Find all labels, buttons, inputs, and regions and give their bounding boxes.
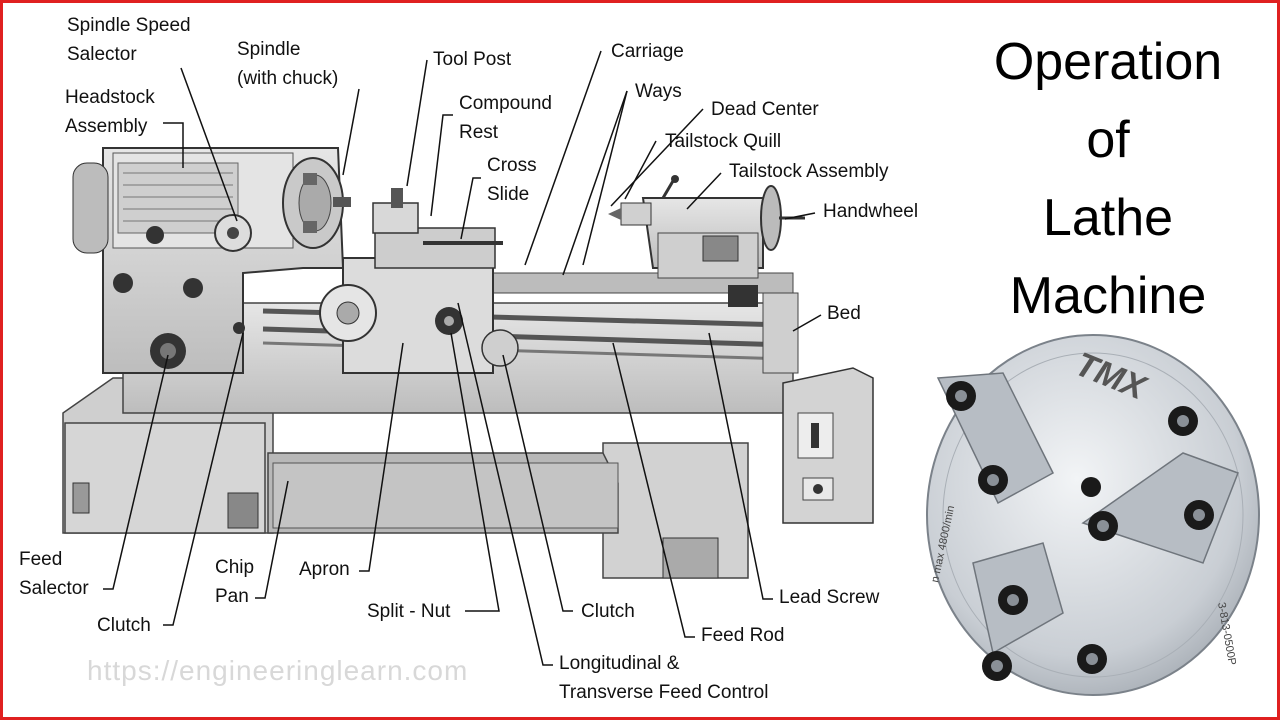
label-handwheel: Handwheel — [823, 201, 919, 222]
tailstock — [608, 175, 805, 307]
label-feed-rod: Feed Rod — [701, 625, 785, 646]
label-apron: Apron — [299, 559, 350, 580]
leader-handwheel — [784, 212, 816, 220]
label-tailstock-quill: Tailstock Quill — [665, 131, 782, 152]
label-lead-screw: Lead Screw — [779, 587, 880, 608]
leader-carriage — [524, 50, 602, 266]
leader-tailstock-quill — [624, 140, 657, 200]
label-carriage: Carriage — [611, 41, 684, 62]
label-feed-control: Longitudinal & Transverse Feed Control — [559, 653, 769, 703]
label-split-nut: Split - Nut — [367, 601, 451, 622]
leader-compound-rest — [430, 114, 453, 217]
leader-lines — [103, 50, 822, 666]
label-ways: Ways — [635, 81, 682, 102]
leader-feed-selector — [103, 354, 169, 590]
carriage-apron — [319, 188, 519, 374]
spindle-chuck — [282, 157, 351, 249]
label-clutch-left: Clutch — [97, 615, 151, 636]
label-spindle-speed-selector: Spindle Speed Salector — [67, 15, 191, 65]
leader-clutch-right — [502, 354, 573, 612]
label-bed: Bed — [827, 303, 861, 324]
label-compound-rest: Compound Rest — [459, 93, 552, 143]
leader-dead-center — [610, 108, 704, 207]
label-feed-selector: Feed Salector — [19, 549, 89, 599]
title-line-2: of — [1086, 111, 1130, 169]
three-jaw-chuck: TMX n max 4800/min 3-813-0500P — [926, 334, 1260, 696]
title-line-1: Operation — [993, 33, 1223, 91]
leader-headstock — [163, 122, 184, 168]
leader-bed — [792, 314, 822, 332]
leader-spindle-speed-selector — [180, 67, 238, 222]
title-line-4: Machine — [1009, 267, 1207, 325]
electrical-box — [782, 367, 874, 524]
label-spindle: Spindle (with chuck) — [237, 39, 339, 89]
leader-tailstock-assembly — [686, 172, 722, 210]
leader-cross-slide — [460, 177, 481, 240]
label-cross-slide: Cross Slide — [487, 155, 537, 205]
label-chip-pan: Chip Pan — [215, 557, 255, 607]
leader-feed-control — [457, 302, 553, 666]
leader-chip-pan — [255, 480, 289, 599]
diagram-title: Operation of Lathe Machine — [963, 23, 1253, 335]
label-tool-post: Tool Post — [433, 49, 512, 70]
leader-tool-post — [406, 59, 428, 187]
machine-base — [62, 377, 749, 579]
leader-apron — [359, 342, 404, 572]
label-headstock-assembly: Headstock Assembly — [65, 87, 155, 137]
lathe-illustration: TMX n max 4800/min 3-813-0500P — [62, 50, 1260, 696]
label-tailstock-assembly: Tailstock Assembly — [729, 161, 889, 182]
watermark: https://engineeringlearn.com — [87, 655, 469, 686]
leader-ways-1 — [562, 90, 628, 276]
label-clutch-right: Clutch — [581, 601, 635, 622]
leader-clutch-left — [163, 332, 244, 626]
label-dead-center: Dead Center — [711, 99, 819, 120]
leader-spindle — [342, 88, 360, 176]
leader-lead-screw — [708, 332, 773, 600]
leader-split-nut — [450, 332, 500, 612]
leader-feed-rod — [612, 342, 695, 638]
title-line-3: Lathe — [1042, 189, 1174, 247]
leader-ways-2 — [582, 90, 628, 266]
